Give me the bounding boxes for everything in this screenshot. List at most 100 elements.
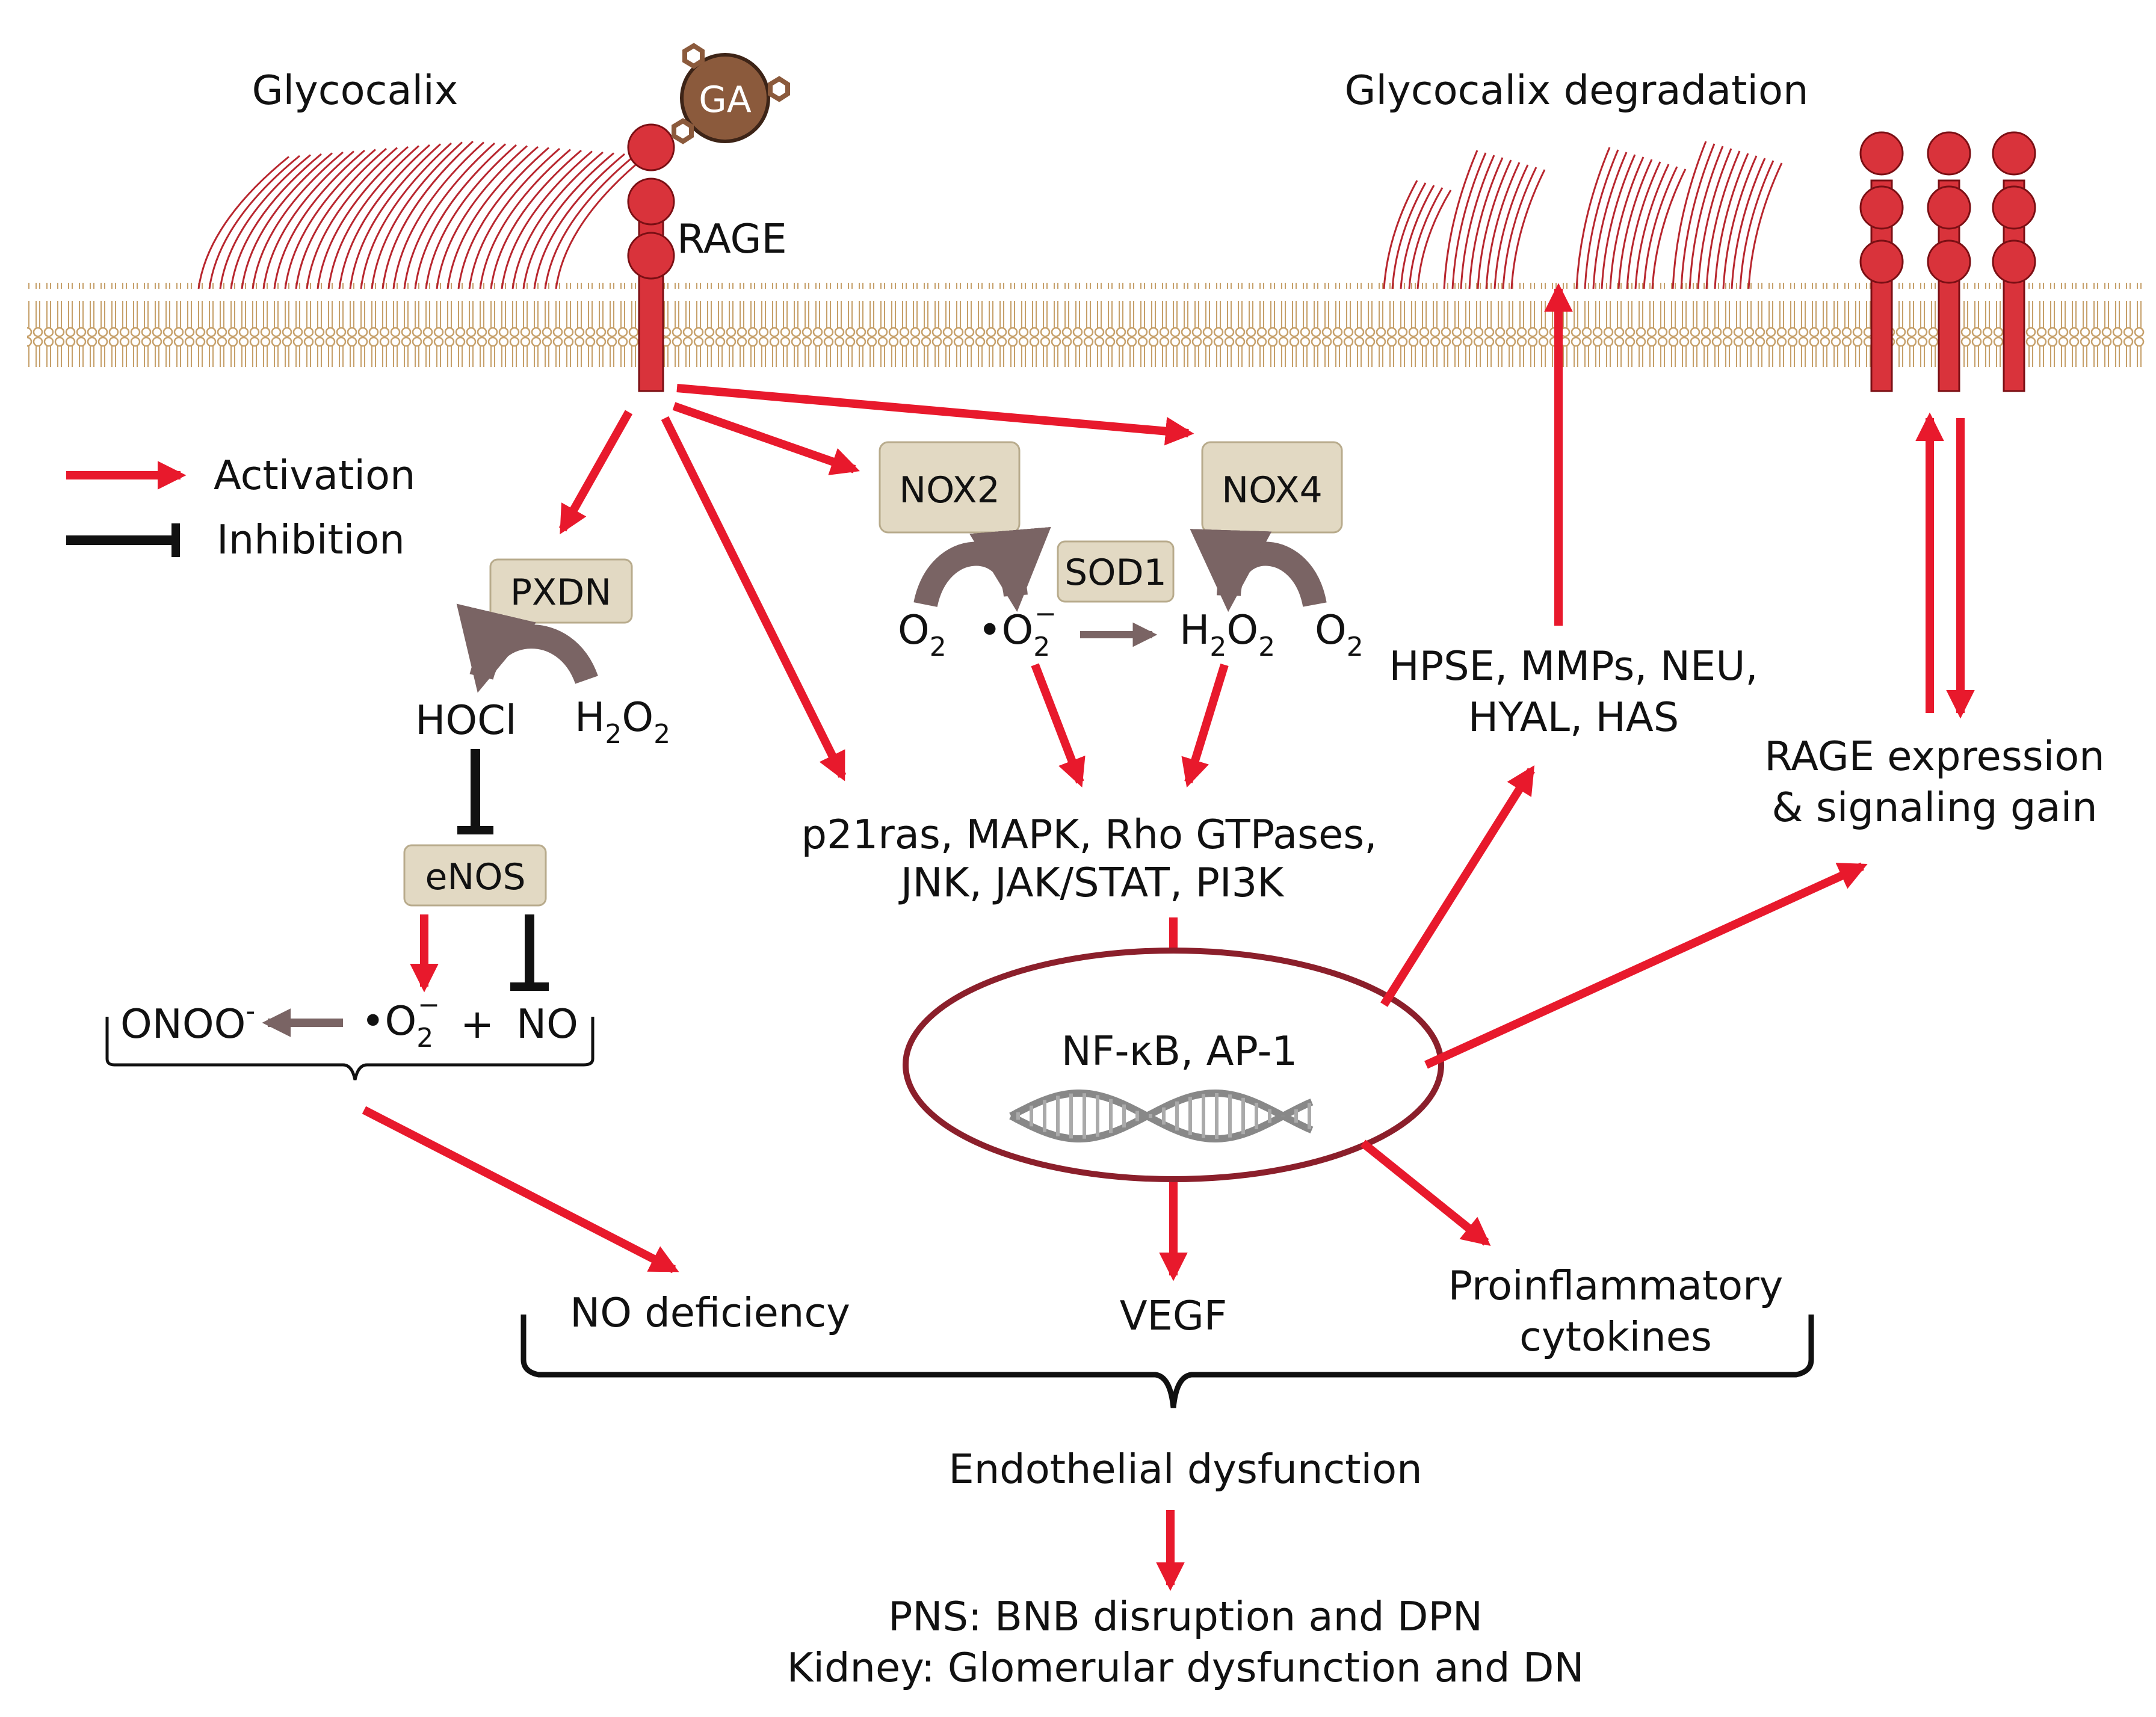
glycocalix-strand	[468, 147, 560, 289]
glycocalix-strands-degraded	[1383, 141, 1783, 289]
sod1-box	[1057, 540, 1175, 603]
enos-box	[403, 844, 547, 907]
glycocalix-strand	[522, 152, 614, 289]
glycocalix-strand	[490, 149, 582, 289]
glycocalix-strand	[1651, 168, 1687, 289]
cell-membrane	[27, 283, 2145, 367]
dna-strand	[1009, 1089, 1314, 1142]
glycocalix-strand	[1451, 152, 1487, 289]
sod1-label: SOD1	[1064, 552, 1167, 594]
glycocalix-strand	[1485, 162, 1521, 289]
dna-icon	[1009, 1089, 1314, 1143]
rage-label: RAGE	[677, 215, 787, 262]
enzymes-line2: HYAL, HAS	[1468, 694, 1679, 741]
glycocalix-strand	[425, 144, 517, 289]
glycocalix-strand	[1460, 155, 1495, 289]
glycocalix-strand	[1510, 169, 1546, 289]
glycocalix-strand	[1601, 154, 1636, 289]
glycocalix-strand	[1584, 149, 1619, 289]
enos-inhibits-no	[510, 914, 549, 991]
glycocalix-strand	[1626, 161, 1661, 289]
superoxide-nox2-label: •O2−	[978, 599, 1057, 662]
glycocalix-strand	[197, 156, 289, 289]
glycocalix-label: Glycocalix	[252, 67, 459, 114]
rage-receptor	[627, 123, 675, 392]
glycocalix-strand	[501, 150, 593, 289]
ga-label: GA	[699, 79, 752, 121]
glycocalix-strand	[317, 146, 409, 289]
glycocalix-strand	[414, 143, 506, 289]
glycocalix-strand	[1400, 185, 1435, 289]
glycocalix-strands-intact	[197, 140, 647, 289]
glycocalix-strand	[533, 153, 625, 289]
glycocalix-strand	[1672, 141, 1707, 289]
outcomes-bracket	[520, 1315, 1814, 1408]
glycocalix-strand	[1747, 162, 1783, 289]
glycocalix-strand	[479, 149, 571, 289]
glycocalix-strand	[219, 154, 311, 289]
glycocalix-strand	[349, 143, 441, 289]
nox2-box	[879, 441, 1021, 534]
enos-to-no-deficiency-arrow	[362, 1106, 679, 1274]
glycocalix-strand	[252, 151, 344, 289]
glycocalix-strand	[1731, 158, 1766, 289]
glycocalix-strand	[457, 147, 549, 289]
o2-nox4-label: O2	[1315, 606, 1364, 662]
glycocalix-strand	[511, 151, 604, 289]
glycocalix-strand	[1705, 150, 1741, 289]
glycocalix-strand	[1634, 164, 1670, 289]
rage-gain-line2: & signaling gain	[1771, 784, 2097, 831]
onoo-label: ONOO-	[120, 996, 255, 1047]
glycocalix-strand	[1493, 164, 1529, 289]
rage-gain-line1: RAGE expression	[1764, 733, 2104, 780]
pxdn-label: PXDN	[510, 572, 611, 614]
nox4-cycle-arrow	[1190, 529, 1327, 612]
enos-label: eNOS	[425, 856, 525, 898]
ga-particle-icon	[672, 43, 790, 144]
glycocalix-strand	[381, 140, 474, 289]
glycocalix-strand	[360, 142, 453, 289]
h2o2-to-signaling-arrow	[1181, 663, 1229, 788]
glycocalix-strand	[1714, 153, 1749, 289]
glycocalix-strand	[230, 153, 322, 289]
glycocalix-strand	[1609, 156, 1645, 289]
glycocalix-strand	[392, 141, 485, 289]
glycocalix-strand	[1416, 190, 1452, 289]
glycocalix-strand	[1408, 187, 1444, 289]
legend-inhibition-label: Inhibition	[217, 516, 405, 563]
nucleus-transcription-factors: NF-κB, AP-1	[1061, 1028, 1297, 1074]
glycocalix-strand	[371, 141, 463, 289]
nucleus-to-rage-gain-arrow	[1424, 862, 1868, 1069]
glycocalix-strand	[446, 146, 539, 289]
legend: Activation Inhibition	[66, 452, 415, 563]
signaling-pathways-line2: JNK, JAK/STAT, PI3K	[898, 859, 1285, 906]
glycocalix-strand	[1680, 143, 1716, 289]
outcome-line1: PNS: BNB disruption and DPN	[888, 1593, 1483, 1640]
glycocalix-strand	[544, 154, 636, 289]
glycocalix-strand	[1643, 166, 1678, 289]
no-deficiency-label: NO deficiency	[570, 1289, 850, 1336]
h2o2-pxdn-label: H2O2	[575, 694, 670, 750]
glycocalix-strand	[295, 147, 387, 289]
pxdn-cycle-arrow	[456, 603, 598, 693]
signaling-pathways-line1: p21ras, MAPK, Rho GTPases,	[801, 811, 1377, 858]
glycocalix-strand	[1592, 152, 1628, 289]
superoxide-enos-label: •O2−	[361, 990, 440, 1053]
glycocalix-strand	[1443, 150, 1478, 289]
glycocalix-strand	[1502, 167, 1537, 289]
plus-sign: +	[460, 1000, 494, 1047]
glycocalix-strand	[1739, 160, 1775, 289]
nucleus-to-cytokines-arrow	[1360, 1139, 1491, 1246]
o2-nox2-label: O2	[898, 606, 947, 662]
glycocalix-strand	[262, 150, 354, 289]
glycocalix-strand	[1617, 159, 1653, 289]
glycocalix-strand	[327, 145, 419, 289]
glycocalix-strand	[1697, 148, 1732, 289]
glycocalix-strand	[436, 145, 528, 289]
glycocalix-strand	[208, 155, 300, 289]
glycocalix-strand	[1468, 157, 1504, 289]
glycocalix-strand	[403, 142, 496, 289]
enzymes-line1: HPSE, MMPs, NEU,	[1389, 643, 1758, 689]
nucleus	[903, 948, 1444, 1182]
